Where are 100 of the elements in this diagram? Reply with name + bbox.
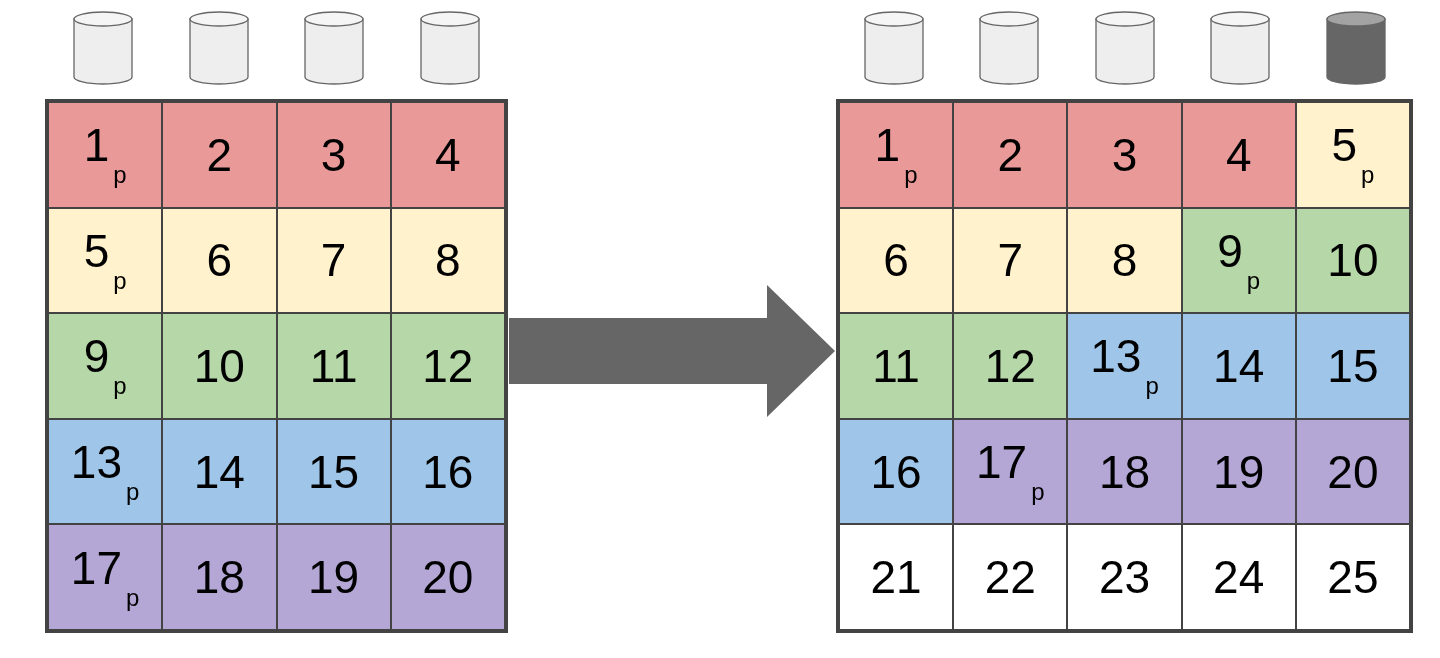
block-number: 17$_{p}$ [70, 544, 140, 610]
grid-cell [1067, 207, 1182, 314]
disk-cylinder [1094, 11, 1155, 85]
block-number: 19 [1213, 448, 1265, 495]
grid-cell [390, 418, 505, 525]
grid-cell [1295, 313, 1410, 419]
block-number: 25 [1327, 554, 1379, 601]
block-number: 3 [320, 131, 347, 178]
grid-cell [1181, 313, 1296, 419]
block-number: 16 [870, 448, 922, 495]
grid-cell [162, 102, 277, 208]
grid-cell [953, 418, 1068, 525]
grid-cell [48, 524, 163, 630]
grid-cell [276, 418, 391, 525]
disk-cylinder [304, 11, 364, 85]
grid-cell [48, 313, 163, 419]
block-number: 1$_{p}$ [83, 122, 127, 188]
grid-cell [162, 524, 277, 630]
block-number: 1$_{p}$ [874, 122, 918, 188]
grid-cell [953, 102, 1068, 208]
block-number: 17$_{p}$ [976, 439, 1045, 505]
disk-cylinder [73, 11, 133, 85]
grid-cell [953, 524, 1068, 630]
grid-cell [953, 207, 1068, 314]
disk-cylinder [419, 11, 480, 85]
block-number: 3 [1111, 131, 1138, 178]
grid-cell [1067, 524, 1182, 630]
disk-cylinder [1210, 11, 1271, 85]
grid-cell [1181, 207, 1296, 314]
block-number: 2 [997, 131, 1024, 178]
grid-cell [1067, 418, 1182, 525]
block-number: 10 [1327, 237, 1379, 284]
grid-cell [839, 313, 954, 419]
disk-grid [836, 99, 1413, 633]
grid-cell [839, 524, 954, 630]
block-number: 24 [1213, 554, 1265, 601]
grid-cell [162, 313, 277, 419]
block-number: 14 [193, 448, 245, 495]
block-number: 4 [1225, 131, 1252, 178]
block-number: 4 [435, 131, 461, 178]
block-number: 20 [1327, 448, 1379, 495]
grid-cell [390, 207, 505, 314]
grid-cell [390, 102, 505, 208]
block-number: 9$_{p}$ [1217, 227, 1261, 293]
grid-cell [839, 207, 954, 314]
grid-cell [390, 313, 505, 419]
block-number: 10 [193, 343, 245, 389]
grid-cell [1295, 102, 1410, 208]
block-number: 2 [206, 131, 233, 178]
grid-cell [390, 524, 505, 630]
block-number: 11 [309, 343, 358, 389]
block-number: 12 [984, 343, 1036, 389]
grid-cell [276, 102, 391, 208]
grid-cell [162, 418, 277, 525]
grid-cell [276, 524, 391, 630]
block-number: 8 [1111, 237, 1138, 284]
grid-cell [1295, 207, 1410, 314]
block-number: 5$_{p}$ [1331, 122, 1375, 188]
grid-cell [276, 207, 391, 314]
block-number: 18 [1098, 448, 1151, 495]
block-number: 15 [308, 448, 360, 495]
grid-cell [839, 102, 954, 208]
grid-cell [48, 207, 163, 314]
disk-grid [45, 99, 508, 633]
block-number: 12 [422, 343, 474, 389]
block-number: 21 [870, 554, 922, 601]
block-number: 20 [422, 554, 474, 601]
grid-cell [1067, 102, 1182, 208]
grid-cell [1295, 524, 1410, 630]
block-number: 19 [308, 554, 360, 601]
block-number: 11 [872, 343, 920, 389]
disk-cylinder [1325, 11, 1386, 85]
disk-cylinder [188, 11, 249, 85]
block-number: 7 [320, 237, 347, 284]
block-number: 7 [997, 237, 1024, 284]
disk-cylinder [864, 11, 924, 85]
grid-cell [276, 313, 391, 419]
block-number: 13$_{p}$ [1090, 333, 1159, 399]
grid-cell [1181, 102, 1296, 208]
block-number: 22 [984, 554, 1036, 601]
grid-cell [1067, 313, 1182, 419]
grid-cell [1295, 418, 1410, 525]
block-arrow [509, 285, 835, 417]
block-number: 23 [1098, 554, 1151, 601]
block-number: 9$_{p}$ [83, 333, 127, 399]
grid-cell [1181, 418, 1296, 525]
grid-cell [839, 418, 954, 525]
block-number: 6 [206, 237, 233, 284]
block-number: 13$_{p}$ [70, 439, 140, 505]
grid-cell [48, 418, 163, 525]
grid-cell [162, 207, 277, 314]
disk-cylinder [979, 11, 1040, 85]
block-number: 16 [422, 448, 474, 495]
grid-cell [953, 313, 1068, 419]
block-number: 15 [1327, 343, 1379, 389]
block-number: 8 [435, 237, 461, 284]
grid-cell [1181, 524, 1296, 630]
block-number: 5$_{p}$ [83, 227, 127, 293]
block-number: 6 [883, 237, 909, 284]
block-number: 18 [193, 554, 245, 601]
